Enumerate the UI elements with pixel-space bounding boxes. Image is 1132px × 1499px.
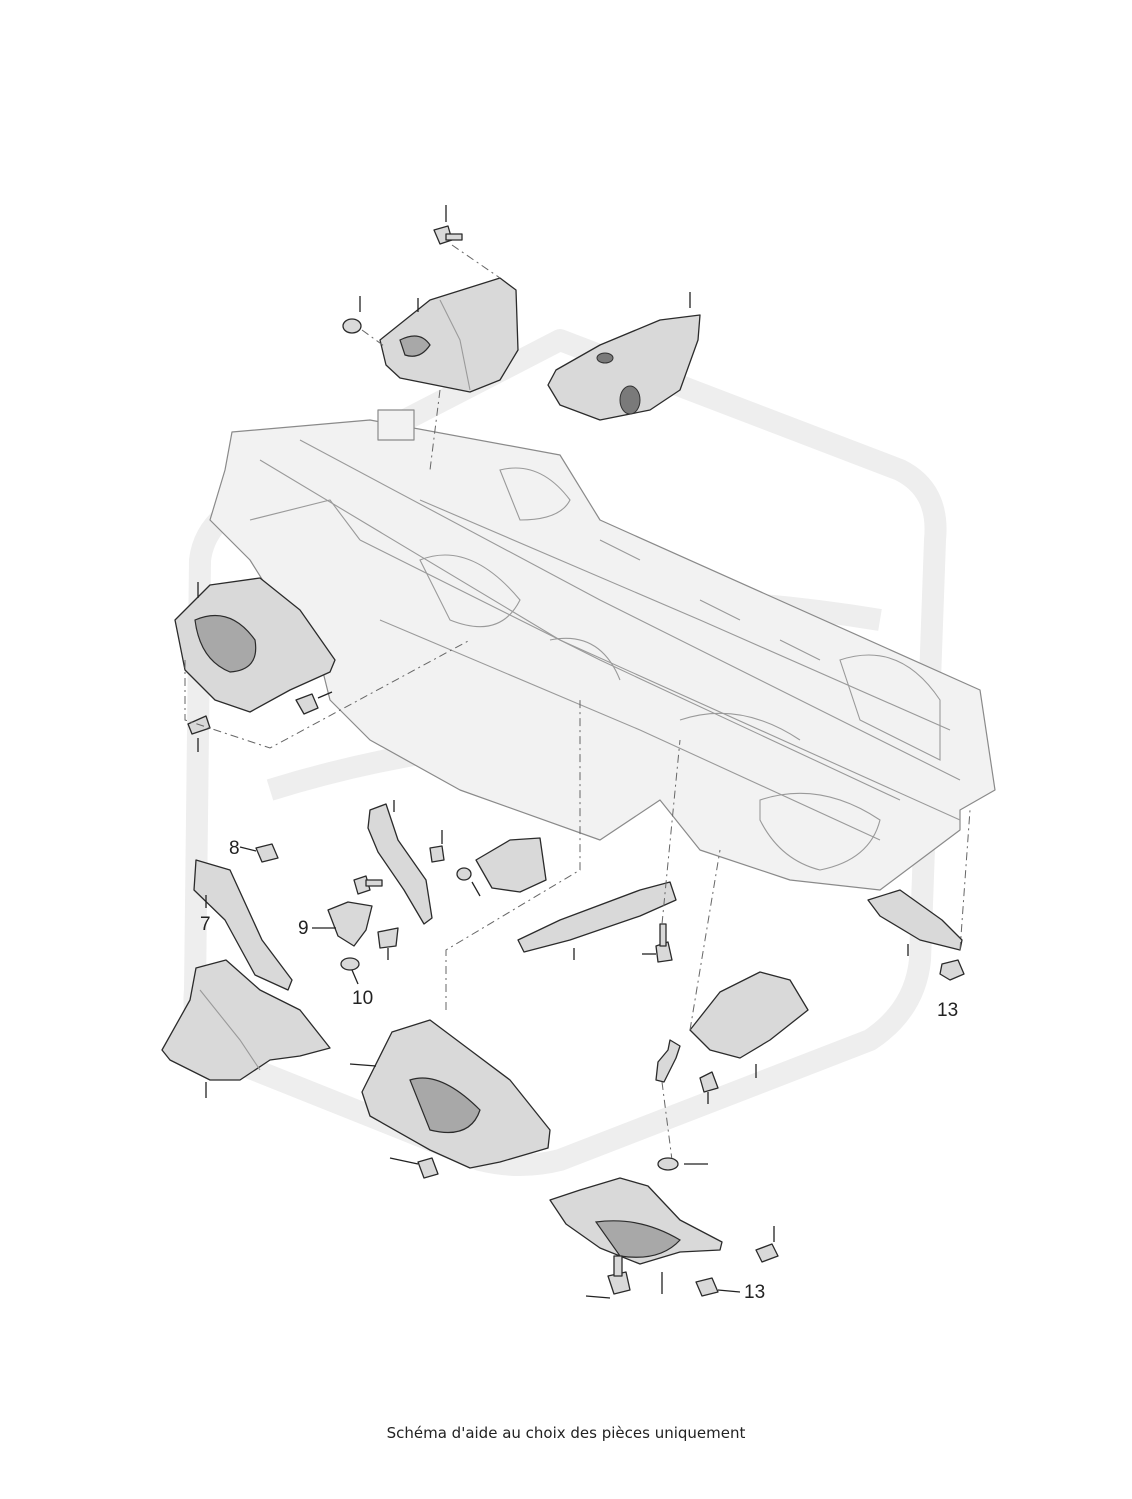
heat-shield-rear-right bbox=[689, 849, 809, 1104]
bracket-7 bbox=[193, 859, 293, 991]
callout-7: 7 bbox=[200, 914, 211, 935]
clip-8 bbox=[239, 843, 279, 863]
bracket-center bbox=[353, 800, 445, 925]
heat-shield-tunnel bbox=[349, 700, 581, 1179]
nut-13-right bbox=[939, 959, 965, 981]
callout-8: 8 bbox=[229, 838, 240, 859]
cross-member bbox=[517, 739, 681, 963]
heat-shield-upper-left bbox=[342, 244, 519, 471]
heat-shield-left-rear bbox=[161, 959, 331, 1098]
callout-10: 10 bbox=[352, 988, 373, 1009]
washer-10 bbox=[340, 957, 360, 985]
callout-13-bottom: 13 bbox=[744, 1282, 765, 1303]
callout-13-right: 13 bbox=[937, 1000, 958, 1021]
heat-shield-small-center bbox=[456, 837, 547, 897]
bracket-rear-right bbox=[867, 809, 971, 956]
top-bolt bbox=[433, 205, 463, 245]
callout-9: 9 bbox=[298, 918, 309, 939]
heat-shield-upper-right bbox=[547, 292, 701, 421]
disclaimer-footer: Schéma d'aide au choix des pièces unique… bbox=[386, 1424, 746, 1442]
heat-shield-bottom bbox=[549, 1157, 779, 1299]
bracket-9 bbox=[312, 901, 399, 960]
strap-bracket bbox=[655, 1039, 681, 1161]
heat-shield-left-front bbox=[174, 577, 471, 752]
vehicle-underbody bbox=[209, 409, 996, 891]
